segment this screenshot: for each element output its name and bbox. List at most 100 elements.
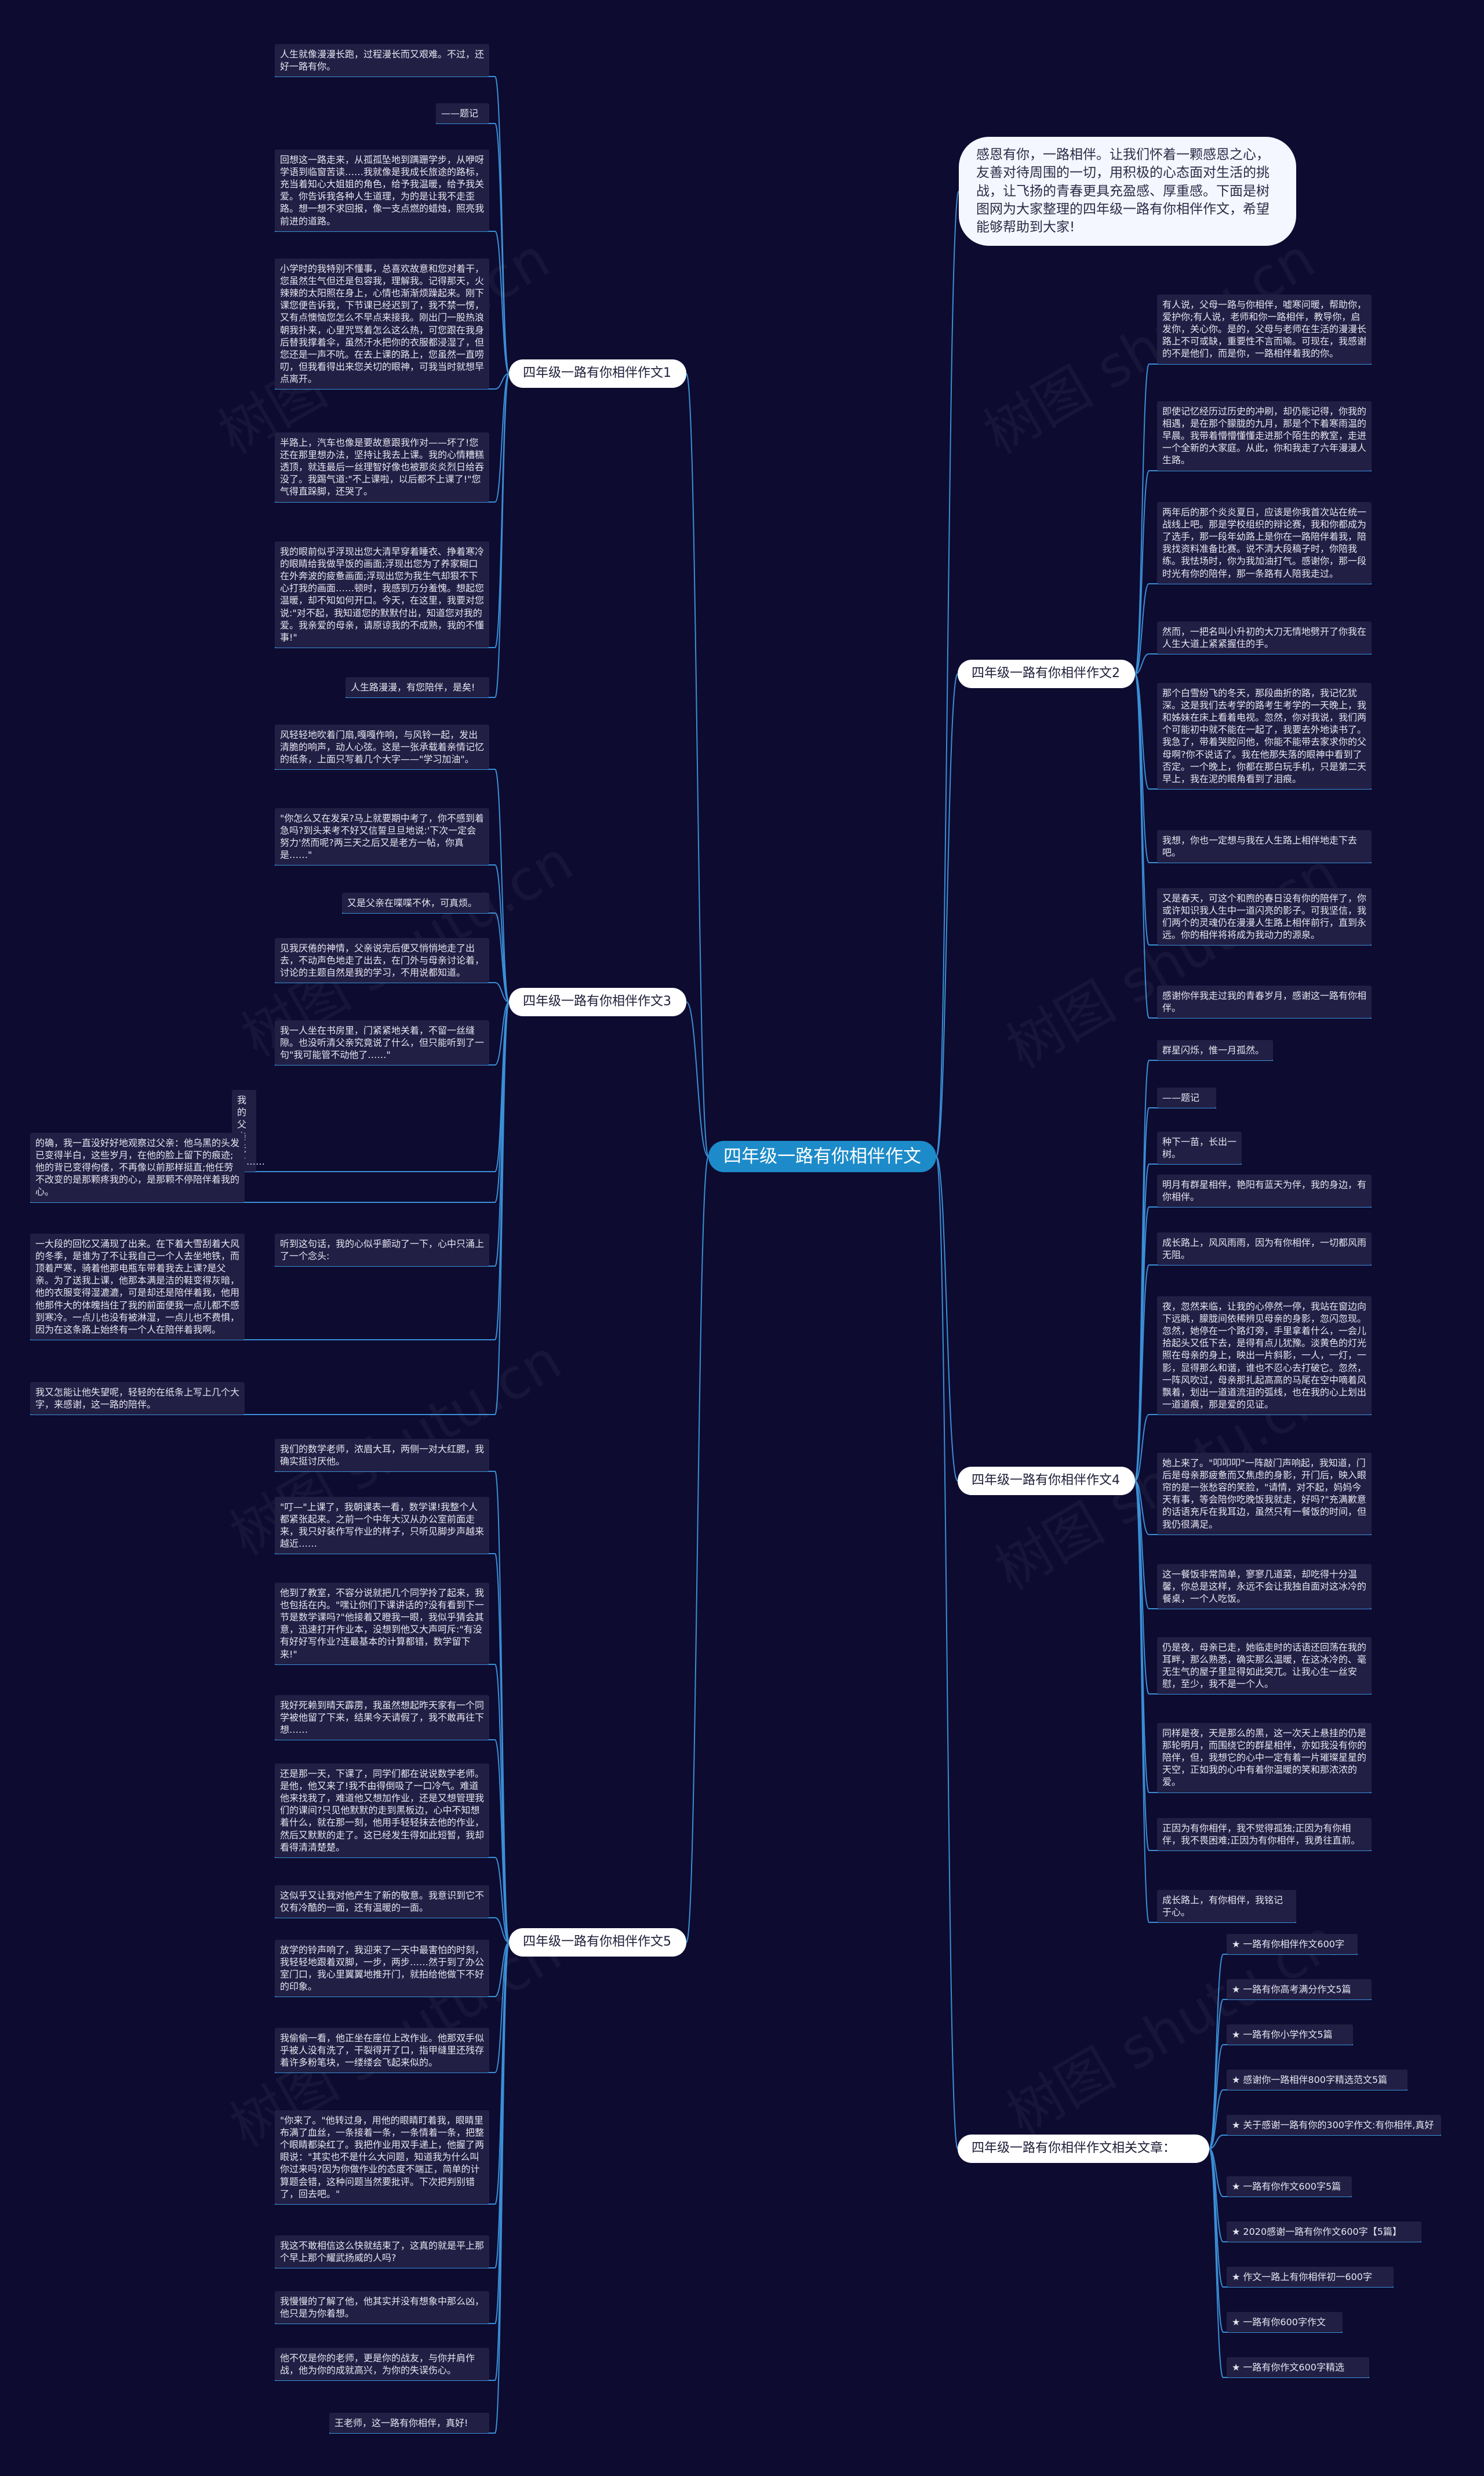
leaf-b4-12[interactable]: 成长路上，有你相伴，我铭记于心。 [1157, 1890, 1296, 1923]
leaf-b3-10[interactable]: 我又怎能让他失望呢，轻轻的在纸条上写上几个大字，来感谢，这一路的陪伴。 [30, 1382, 245, 1415]
connector-b6 [936, 1156, 958, 2150]
leaf-b2-2[interactable]: 即使记忆经历过历史的冲刷，却仍能记得，你我的相遇，是在那个朦胧的九月，那是个下着… [1157, 401, 1372, 471]
leaf-b1-5[interactable]: 半路上，汽车也像是要故意跟我作对——坏了!您还在那里想办法，坚持让我去上课。我的… [275, 432, 489, 502]
leaf-b4-4[interactable]: 明月有群星相伴，艳阳有蓝天为伴，我的身边，有你相伴。 [1157, 1175, 1372, 1208]
leaf-b3-1[interactable]: 风轻轻地吹着门扇,嘎嘎作响，与风铃一起，发出清脆的响声，动人心弦。这是一张承载着… [275, 725, 489, 770]
connector-b6-leaf-3 [1209, 2044, 1224, 2150]
leaf-b4-2[interactable]: ——题记 [1157, 1088, 1216, 1108]
leaf-b4-10[interactable]: 同样是夜，天是那么的黑，这一次天上悬挂的仍是那轮明月，而围绕它的群星相伴，亦如我… [1157, 1723, 1372, 1793]
leaf-b3-5[interactable]: 我一人坐在书房里，门紧紧地关着，不留一丝缝隙。也没听清父亲究竟说了什么，但只能听… [275, 1020, 489, 1066]
connector-b3-leaf-1 [494, 769, 510, 1003]
connector-b5-leaf-1 [494, 1471, 510, 1943]
leaf-b5-9[interactable]: "你来了。"他转过身，用他的眼睛盯着我，眼睛里布满了血丝，一条接着一条，一条情着… [275, 2110, 489, 2204]
leaf-b6-9[interactable]: ★ 一路有你600字作文 [1227, 2312, 1343, 2333]
leaf-b1-1[interactable]: 人生就像漫漫长跑，过程漫长而又艰难。不过，还好一路有你。 [275, 44, 489, 77]
leaf-b6-7[interactable]: ★ 2020感谢一路有你作文600字【5篇】 [1227, 2222, 1421, 2242]
connector-b1-leaf-7 [494, 373, 510, 698]
leaf-b2-7[interactable]: 又是春天，可这个和煦的春日没有你的陪伴了，你或许知识我人生中一道闪亮的影子。可我… [1157, 888, 1372, 946]
leaf-b3-8[interactable]: 一大段的回忆又涌现了出来。在下着大雪刮着大风的冬季，是谁为了不让我自己一个人去坐… [30, 1234, 245, 1340]
branch-b6[interactable]: 四年级一路有你相伴作文相关文章： [958, 2135, 1209, 2163]
leaf-b4-8[interactable]: 这一餐饭非常简单，寥寥几道菜，却吃得十分温馨，你总是这样，永远不会让我独自面对这… [1157, 1564, 1372, 1609]
connector-b1-leaf-2 [494, 123, 510, 375]
leaf-b5-13[interactable]: 王老师，这一路有你相伴，真好! [329, 2413, 489, 2434]
leaf-b1-7[interactable]: 人生路漫漫，有您陪伴，是矣! [345, 677, 489, 698]
connector-b3-leaf-8 [494, 1001, 510, 1340]
leaf-b2-8[interactable]: 感谢你伴我走过我的青春岁月，感谢这一路有你相伴。 [1157, 986, 1372, 1019]
connector-b1-leaf-4 [494, 373, 510, 390]
connector-b6-leaf-5 [1209, 2135, 1224, 2150]
intro-node[interactable]: 感恩有你，一路相伴。让我们怀着一颗感恩之心，友善对待周围的一切，用积极的心态面对… [959, 137, 1296, 246]
connector-b4-leaf-12 [1134, 1480, 1150, 1923]
connector-b4-leaf-2 [1134, 1107, 1150, 1482]
leaf-b6-8[interactable]: ★ 作文一路上有你相伴初一600字 [1227, 2267, 1394, 2288]
connector-b2-leaf-2 [1134, 470, 1150, 675]
connector-b2-leaf-4 [1134, 653, 1150, 675]
leaf-b1-4[interactable]: 小学时的我特别不懂事，总喜欢故意和您对着干，您虽然生气但还是包容我，理解我。记得… [275, 259, 489, 390]
connector-b4-leaf-6 [1134, 1414, 1150, 1482]
leaf-b3-4[interactable]: 见我厌倦的神情，父亲说完后便又悄悄地走了出去，不动声色地走了出去，在门外与母亲讨… [275, 938, 489, 983]
connector-b1-leaf-5 [494, 373, 510, 503]
connector-b4 [936, 1156, 958, 1482]
leaf-b6-2[interactable]: ★ 一路有你高考满分作文5篇 [1227, 1979, 1372, 2000]
leaf-b5-3[interactable]: 他到了教室，不容分说就把几个同学拎了起来，我也包括在内。"嘿让你们下课讲话的?没… [275, 1583, 489, 1664]
leaf-b2-1[interactable]: 有人说，父母一路与你相伴，嘘寒问暖，帮助你，爱护你;有人说，老师和你一路相伴，教… [1157, 294, 1372, 364]
leaf-b4-6[interactable]: 夜，忽然来临，让我的心停然一停，我站在窗边向下远眺，朦胧间依稀辨见母亲的身影，忽… [1157, 1296, 1372, 1415]
leaf-b6-1[interactable]: ★ 一路有你相伴作文600字 [1227, 1934, 1358, 1955]
leaf-b5-1[interactable]: 我们的数学老师，浓眉大耳，两侧一对大红腮，我确实挺讨厌他。 [275, 1439, 489, 1472]
leaf-b6-10[interactable]: ★ 一路有你作文600字精选 [1227, 2357, 1369, 2378]
leaf-b5-5[interactable]: 还是那一天，下课了，同学们都在说说数学老师。是他，他又来了!我不由得倒吸了一口冷… [275, 1764, 489, 1857]
leaf-b3-9[interactable]: 听到这句话，我的心似乎颤动了一下，心中只涌上了一个念头: [275, 1234, 489, 1267]
connector-b4-leaf-7 [1134, 1480, 1150, 1535]
connector-b3-leaf-3 [494, 912, 510, 1003]
connector-b1 [686, 373, 709, 1157]
connector-b2-leaf-8 [1134, 673, 1150, 1019]
connector-b5-leaf-13 [494, 1941, 510, 2434]
branch-b1[interactable]: 四年级一路有你相伴作文1 [509, 359, 686, 388]
leaf-b3-7[interactable]: 的确，我一直没好好地观察过父亲：他乌黑的头发已变得半白，这些岁月，在他的脸上留下… [30, 1133, 245, 1202]
leaf-b2-6[interactable]: 我想，你也一定想与我在人生路上相伴地走下去吧。 [1157, 830, 1372, 863]
leaf-b5-11[interactable]: 我慢慢的了解了他，他其实并没有想象中那么凶，他只是为你着想。 [275, 2291, 489, 2324]
leaf-b4-9[interactable]: 仍是夜，母亲已走，她临走时的话语还回荡在我的耳畔，那么熟悉，确实那么温暖，在这冰… [1157, 1637, 1372, 1695]
leaf-b4-3[interactable]: 种下一苗，长出一树。 [1157, 1132, 1242, 1165]
leaf-b4-1[interactable]: 群星闪烁，惟一月孤然。 [1157, 1040, 1273, 1061]
connector-b5-leaf-4 [494, 1739, 510, 1943]
connector-b2-leaf-3 [1134, 583, 1150, 675]
branch-b4[interactable]: 四年级一路有你相伴作文4 [958, 1467, 1135, 1495]
leaf-b6-4[interactable]: ★ 感谢你一路相伴800字精选范文5篇 [1227, 2070, 1407, 2090]
leaf-b5-6[interactable]: 这似乎又让我对他产生了新的敬意。我意识到它不仅有冷酷的一面，还有温暖的一面。 [275, 1885, 489, 1918]
connector-b3-leaf-4 [494, 982, 510, 1003]
connector-intro [936, 191, 959, 1157]
connector-b3-leaf-5 [494, 1001, 510, 1066]
leaf-b5-8[interactable]: 我偷偷一看，他正坐在座位上改作业。他那双手似乎被人没有洗了，干裂得开了口，指甲缝… [275, 2028, 489, 2073]
leaf-b3-3[interactable]: 又是父亲在喋喋不休，可真烦。 [342, 893, 489, 914]
leaf-b4-5[interactable]: 成长路上，风风雨雨，因为有你相伴，一切都风雨无阻。 [1157, 1232, 1372, 1266]
leaf-b4-11[interactable]: 正因为有你相伴，我不觉得孤独;正因为有你相伴，我不畏困难;正因为有你相伴，我勇往… [1157, 1818, 1372, 1851]
leaf-b2-3[interactable]: 两年后的那个炎炎夏日，应该是你我首次站在统一战线上吧。那是学校组织的辩论赛，我和… [1157, 502, 1372, 584]
leaf-b5-7[interactable]: 放学的铃声响了，我迎来了一天中最害怕的时刻，我轻轻地跟着双脚，一步，两步……然于… [275, 1940, 489, 1997]
connector-b4-leaf-8 [1134, 1480, 1150, 1609]
connector-b2-leaf-1 [1134, 363, 1150, 675]
leaf-b1-2[interactable]: ——题记 [436, 103, 489, 124]
connector-b4-leaf-5 [1134, 1264, 1150, 1482]
connector-b6-leaf-10 [1209, 2148, 1224, 2378]
branch-b5[interactable]: 四年级一路有你相伴作文5 [509, 1928, 686, 1957]
connector-b3-leaf-10 [494, 1001, 510, 1415]
leaf-b2-4[interactable]: 然而，一把名叫小升初的大刀无情地劈开了你我在人生大道上紧紧握住的手。 [1157, 621, 1372, 655]
leaf-b6-6[interactable]: ★ 一路有你作文600字5篇 [1227, 2176, 1352, 2197]
leaf-b1-3[interactable]: 回想这一路走来，从孤孤坠地到蹒跚学步，从咿呀学语到临窗苦读……我就像是我成长旅途… [275, 150, 489, 231]
leaf-b4-7[interactable]: 她上来了。"叩叩叩"一阵敲门声响起，我知道，门后是母亲那疲惫而又焦虑的身影，开门… [1157, 1453, 1372, 1535]
leaf-b1-6[interactable]: 我的眼前似乎浮现出您大清早穿着睡衣、挣着寒冷的眼睛给我做早饭的画面;浮现出您为了… [275, 541, 489, 648]
leaf-b5-12[interactable]: 他不仅是你的老师，更是你的战友，与你并肩作战，他为你的成就高兴，为你的失误伤心。 [275, 2348, 489, 2381]
leaf-b6-3[interactable]: ★ 一路有你小学作文5篇 [1227, 2024, 1353, 2045]
connector-b3-leaf-9 [494, 1001, 510, 1267]
branch-b2[interactable]: 四年级一路有你相伴作文2 [958, 660, 1135, 688]
leaf-b6-5[interactable]: ★ 关于感谢一路有你的300字作文:有你相伴,真好 [1227, 2115, 1441, 2136]
leaf-b5-2[interactable]: "叮—"上课了，我朝课表一看，数学课!我整个人都紧张起来。之前一个中年大汉从办公… [275, 1497, 489, 1554]
root-topic[interactable]: 四年级一路有你相伴作文 [708, 1141, 936, 1172]
leaf-b2-5[interactable]: 那个白雪纷飞的冬天，那段曲折的路，我记忆犹深。这是我们去考学的路考生考学的一天晚… [1157, 683, 1372, 789]
leaf-b3-2[interactable]: "你怎么又在发呆?马上就要期中考了，你不感到着急吗?到头来考不好又信誓旦旦地说:… [275, 808, 489, 866]
leaf-b5-10[interactable]: 我这不敢相信这么快就结束了，这真的就是平上那个早上那个耀武扬威的人吗? [275, 2235, 489, 2268]
branch-b3[interactable]: 四年级一路有你相伴作文3 [509, 988, 686, 1016]
leaf-b5-4[interactable]: 我好死赖到晴天霹雳，我虽然想起昨天家有一个同学被他留了下来，结果今天请假了，我不… [275, 1695, 489, 1740]
connector-b1-leaf-3 [494, 231, 510, 375]
